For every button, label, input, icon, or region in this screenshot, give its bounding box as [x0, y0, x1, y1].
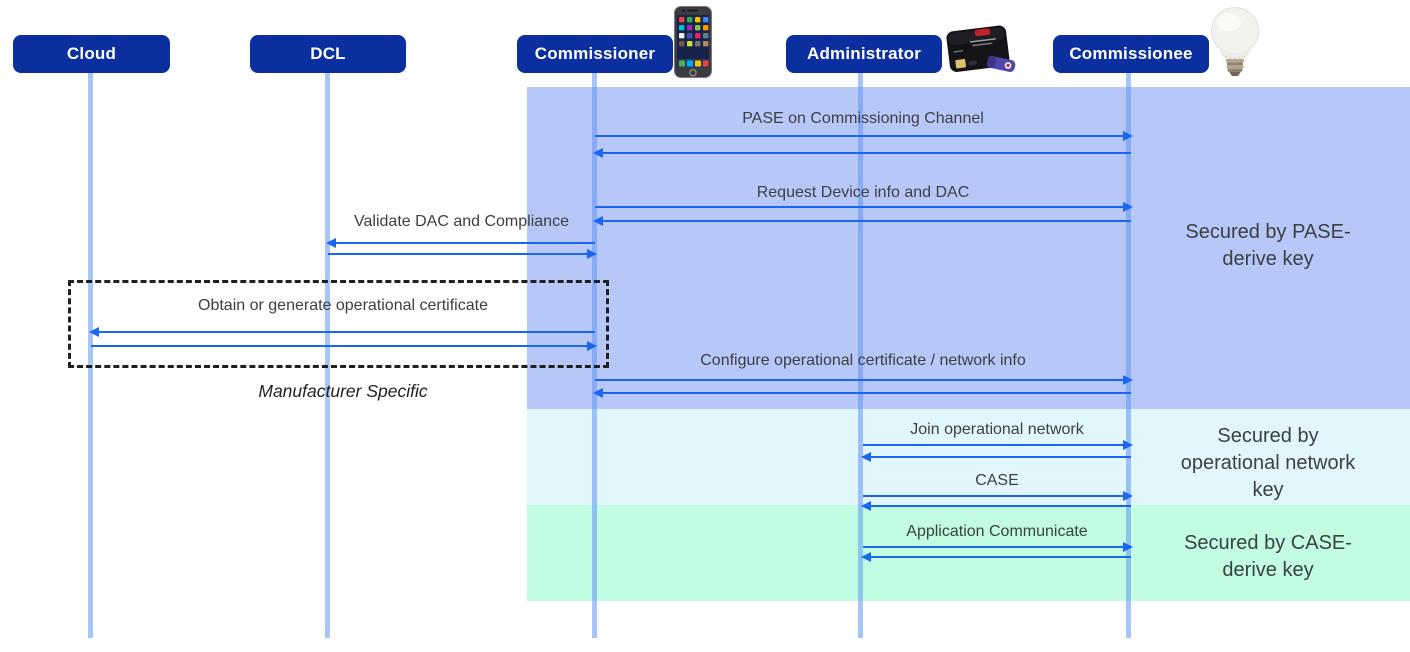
actor-cloud-label: Cloud	[66, 44, 117, 63]
actor-commissionee: Commissionee	[1053, 35, 1209, 73]
manufacturer-specific-label: Manufacturer Specific	[258, 381, 428, 401]
arrow-obtain-certificate-return	[91, 341, 597, 351]
arrow-join-network-forward	[863, 440, 1133, 450]
hub-device-icon	[941, 21, 1019, 78]
message-label-request-dac: Request Device info and DAC	[756, 184, 970, 201]
arrow-request-dac-return	[593, 216, 1131, 226]
case-region-label: Secured by CASE-derive key	[1184, 532, 1352, 581]
commissioner-lifeline	[592, 73, 597, 638]
arrow-request-dac-forward	[595, 202, 1133, 212]
message-label-application-communicate: Application Communicate	[906, 523, 1088, 540]
message-label-obtain-certificate: Obtain or generate operational certifica…	[198, 297, 488, 314]
arrow-obtain-certificate-forward	[89, 327, 595, 337]
arrow-configure-certificate-forward	[595, 375, 1133, 385]
arrow-validate-dac-return	[328, 249, 597, 259]
administrator-lifeline	[858, 73, 863, 638]
message-label-case: CASE	[975, 472, 1019, 489]
actor-commissioner-label: Commissioner	[534, 44, 656, 63]
actor-administrator: Administrator	[786, 35, 942, 73]
message-label-join-network: Join operational network	[910, 421, 1084, 438]
message-label-pase: PASE on Commissioning Channel	[742, 110, 984, 127]
actor-administrator-label: Administrator	[806, 44, 922, 63]
arrow-case-forward	[863, 491, 1133, 501]
smartphone-icon	[674, 6, 712, 78]
arrow-pase-return	[593, 148, 1131, 158]
arrow-pase-forward	[595, 131, 1133, 141]
pase-region-label: Secured by PASE-derive key	[1185, 221, 1351, 270]
manufacturer-specific-group-box	[68, 280, 609, 368]
arrow-join-network-return	[861, 452, 1131, 462]
arrow-application-communicate-return	[861, 552, 1131, 562]
operational-network-region-label: Secured by operational network key	[1180, 425, 1356, 501]
cloud-lifeline	[88, 73, 93, 638]
actor-cloud: Cloud	[13, 35, 170, 73]
message-label-validate-dac: Validate DAC and Compliance	[354, 213, 569, 230]
message-label-configure-certificate: Configure operational certificate / netw…	[700, 352, 1026, 369]
case-secured-region	[527, 505, 1410, 601]
actor-commissioner: Commissioner	[517, 35, 673, 73]
actor-dcl: DCL	[250, 35, 406, 73]
actor-commissionee-label: Commissionee	[1069, 44, 1193, 63]
light-bulb-icon	[1206, 5, 1264, 78]
pase-secured-region	[527, 87, 1410, 409]
arrow-validate-dac-forward	[326, 238, 595, 248]
commissionee-lifeline	[1126, 73, 1131, 638]
arrow-configure-certificate-return	[593, 388, 1131, 398]
arrow-application-communicate-forward	[863, 542, 1133, 552]
actor-dcl-label: DCL	[310, 44, 346, 63]
arrow-case-return	[861, 501, 1131, 511]
dcl-lifeline	[325, 73, 330, 638]
